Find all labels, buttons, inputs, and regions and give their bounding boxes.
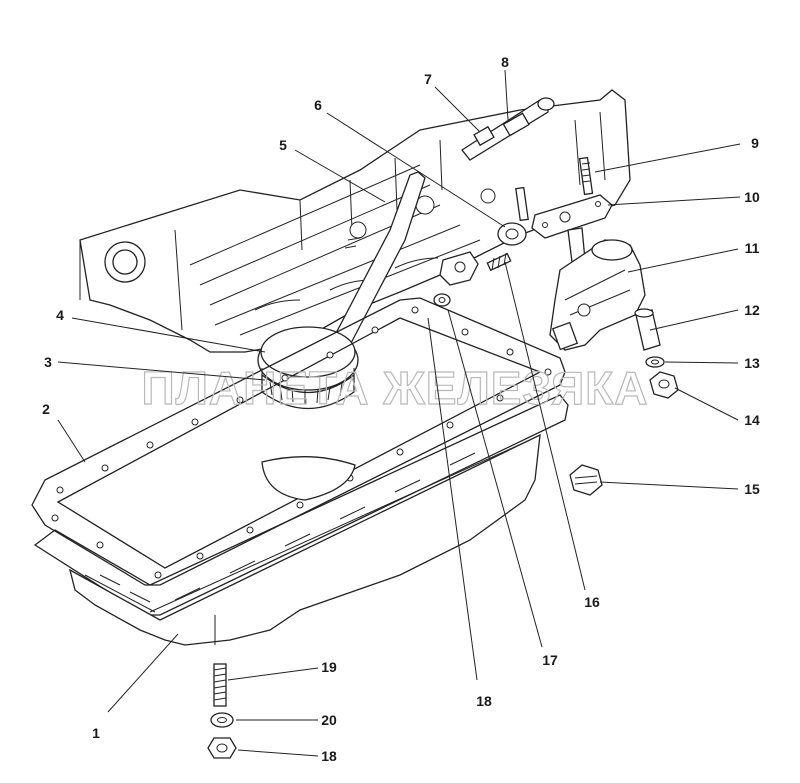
callout-4: 4 bbox=[56, 307, 64, 323]
callout-7: 7 bbox=[424, 71, 432, 87]
washer-20 bbox=[210, 712, 234, 728]
callout-8: 8 bbox=[501, 54, 509, 70]
nut-14 bbox=[649, 371, 679, 399]
stud-17 bbox=[486, 252, 512, 272]
dipstick-guide bbox=[461, 97, 555, 161]
callout-9: 9 bbox=[751, 135, 759, 151]
watermark-text: ПЛАНЕТА ЖЕЛЕЗЯКА bbox=[142, 362, 649, 414]
oil-pump-11 bbox=[549, 227, 646, 351]
callout-17: 17 bbox=[542, 652, 558, 668]
callout-20: 20 bbox=[321, 712, 337, 728]
stud-9 bbox=[578, 156, 594, 196]
flange-6 bbox=[497, 222, 527, 246]
oil-strainer bbox=[257, 326, 359, 410]
callout-6: 6 bbox=[314, 97, 322, 113]
callout-19: 19 bbox=[321, 659, 337, 675]
callout-labels: 1 2 3 4 5 6 7 8 9 10 11 12 13 14 15 16 1… bbox=[42, 54, 760, 764]
callout-18-upper: 18 bbox=[476, 693, 492, 709]
stud-left bbox=[515, 186, 529, 222]
gasket-holes bbox=[51, 306, 552, 579]
oil-pan bbox=[33, 394, 569, 646]
callout-1: 1 bbox=[92, 725, 100, 741]
washer-18 bbox=[433, 293, 451, 307]
leader-lines bbox=[57, 69, 741, 757]
callout-10: 10 bbox=[744, 189, 760, 205]
flange-16 bbox=[439, 251, 479, 286]
drain-plug-15 bbox=[569, 464, 603, 496]
callout-14: 14 bbox=[744, 412, 760, 428]
flange-10 bbox=[531, 194, 613, 239]
callout-5: 5 bbox=[279, 137, 287, 153]
nut-18-bottom bbox=[207, 737, 237, 759]
callout-3: 3 bbox=[44, 354, 52, 370]
bushing-12 bbox=[634, 308, 661, 351]
stud-19 bbox=[213, 663, 227, 707]
callout-13: 13 bbox=[744, 355, 760, 371]
callout-2: 2 bbox=[42, 401, 50, 417]
callout-11: 11 bbox=[745, 240, 760, 256]
washer-13 bbox=[645, 356, 665, 368]
oil-pan-gasket bbox=[31, 297, 566, 586]
callout-12: 12 bbox=[744, 302, 760, 318]
callout-16: 16 bbox=[584, 594, 600, 610]
callout-18-lower: 18 bbox=[321, 748, 337, 764]
callout-15: 15 bbox=[744, 481, 760, 497]
